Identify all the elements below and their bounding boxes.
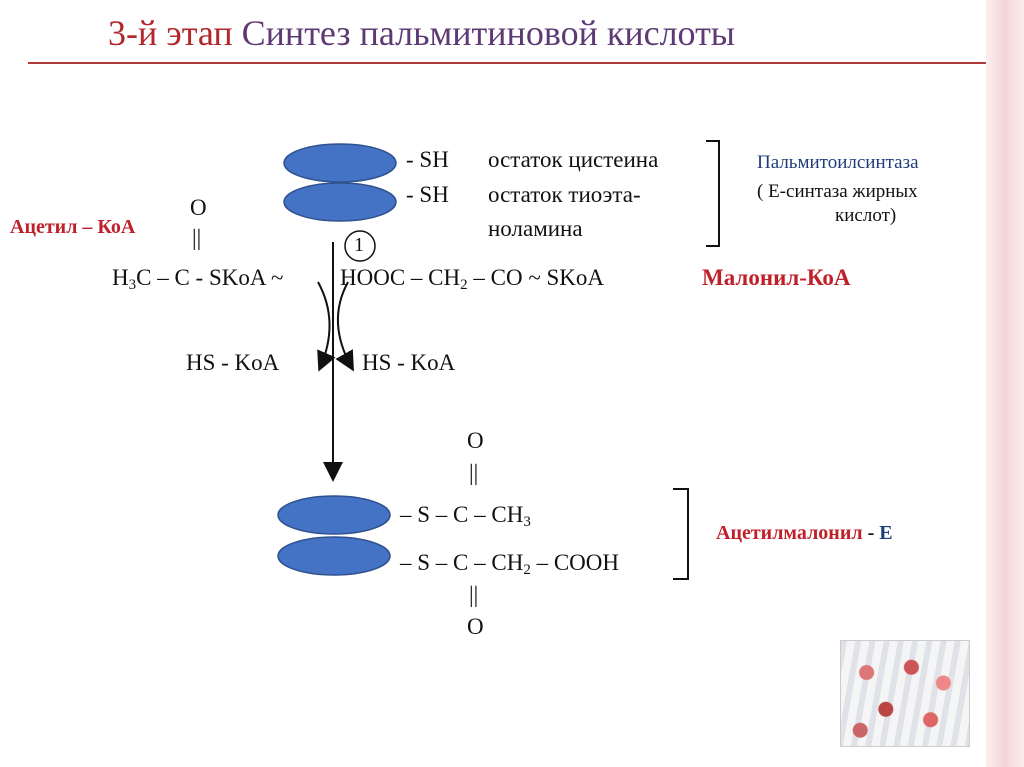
test-tubes-photo	[840, 640, 970, 747]
acetyl-coa-label: Ацетил – КоА	[10, 216, 136, 238]
malonyl-coa-label: Малонил-КоА	[702, 265, 851, 290]
enzyme-ellipse-top	[283, 143, 397, 183]
malonyl-coa-formula: HOOC – CH2 – CO ~ SKoA	[340, 265, 605, 293]
right-curved-arrow	[335, 281, 354, 372]
enzyme-desc-2: кислот)	[835, 205, 897, 226]
enzyme-desc-1: ( Е-синтаза жирных	[757, 181, 918, 202]
step-number: 1	[354, 234, 364, 256]
released-hs-coa-left: HS - KoA	[186, 350, 280, 375]
product-oxygen-bottom: O	[467, 614, 484, 639]
cysteine-residue: остаток цистеина	[488, 147, 659, 172]
page-title: 3-й этап Синтез пальмитиновой кислоты	[108, 12, 735, 54]
product-bracket	[673, 488, 689, 580]
acetyl-double-bond: ||	[192, 225, 202, 250]
step-circle	[344, 230, 376, 262]
left-curved-arrow	[317, 281, 336, 372]
product-malonyl-row: – S – C – CH2 – COOH	[400, 550, 620, 578]
enzyme-name: Пальмитоилсинтаза	[757, 152, 919, 173]
title-divider	[28, 62, 986, 64]
released-hs-coa-right: HS - KoA	[362, 350, 456, 375]
sh-group-1: - SH	[406, 147, 449, 172]
thioethanolamine-residue-2: ноламина	[488, 216, 583, 241]
title-stage: 3-й этап	[108, 13, 233, 53]
sh-group-2: - SH	[406, 182, 449, 207]
side-decoration	[986, 0, 1024, 767]
acetyl-oxygen: O	[190, 195, 207, 220]
product-ellipse-bottom	[277, 536, 391, 576]
thioethanolamine-residue-1: остаток тиоэта-	[488, 182, 641, 207]
title-topic: Синтез пальмитиновой кислоты	[241, 13, 735, 53]
acetylmalonyl-e-label: Ацетилмалонил - E	[716, 522, 893, 544]
product-double-bond-top: ||	[469, 460, 479, 485]
product-double-bond-bottom: ||	[469, 582, 479, 607]
enzyme-ellipse-bottom	[283, 182, 397, 222]
product-oxygen-top: O	[467, 428, 484, 453]
acetyl-coa-formula: H3C – C - SKoA ~	[112, 265, 284, 293]
product-acetyl-row: – S – C – CH3	[400, 502, 531, 530]
product-ellipse-top	[277, 495, 391, 535]
enzyme-bracket	[706, 140, 720, 247]
